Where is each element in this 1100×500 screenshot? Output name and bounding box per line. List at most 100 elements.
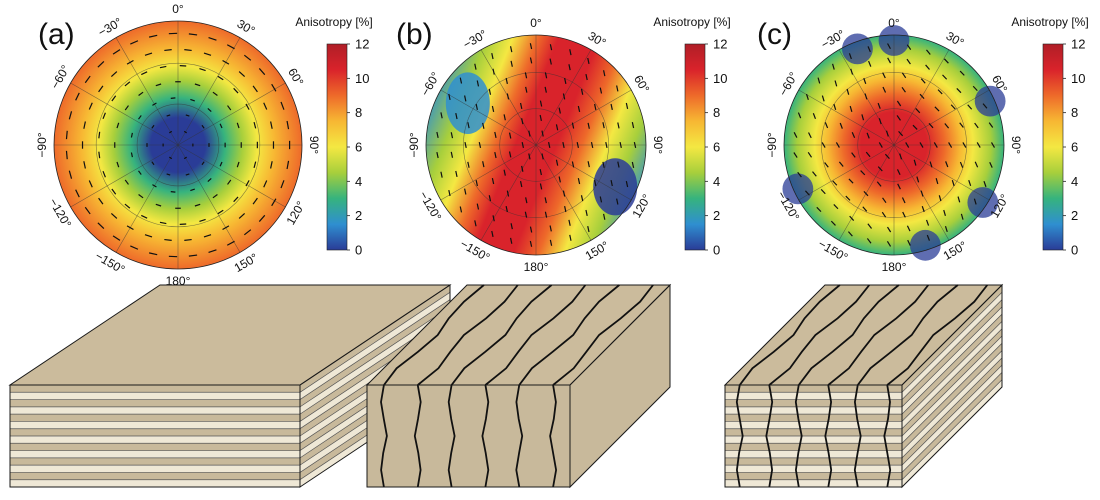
fast-axis-tick xyxy=(555,124,559,131)
fast-axis-tick xyxy=(208,249,217,253)
fast-axis-tick xyxy=(491,105,495,112)
fast-axis-tick xyxy=(926,234,931,241)
fast-axis-tick xyxy=(194,83,201,87)
azimuth-label: 0° xyxy=(172,2,184,16)
fast-axis-tick xyxy=(440,112,443,119)
fast-axis-tick xyxy=(906,44,912,50)
polar-grid-spoke xyxy=(115,144,179,253)
fast-axis-tick xyxy=(616,85,619,92)
fast-axis-tick xyxy=(906,225,911,232)
fast-axis-tick xyxy=(243,229,252,236)
fast-axis-tick xyxy=(524,211,528,218)
fast-axis-tick xyxy=(188,254,198,257)
azimuth-label: −90° xyxy=(407,132,421,157)
sediment-layer xyxy=(725,406,902,415)
polar-plot-a: 0°30°60°90°120°150°180°−150°−120°−90°−60… xyxy=(35,2,321,288)
block-top-face xyxy=(10,285,450,385)
fracture-trace xyxy=(481,384,490,488)
fast-axis-tick xyxy=(926,49,931,55)
colorbar-tick-label: 8 xyxy=(355,105,362,120)
sediment-layer xyxy=(10,406,300,415)
fast-axis-tick xyxy=(983,181,987,188)
fast-axis-tick xyxy=(245,103,250,110)
fast-axis-tick xyxy=(916,176,920,183)
fracture-trace xyxy=(735,384,744,488)
fast-axis-tick xyxy=(467,122,470,129)
fast-axis-tick xyxy=(935,178,939,185)
fast-axis-tick xyxy=(944,123,950,129)
fracture-trace xyxy=(383,284,485,386)
fast-axis-tick xyxy=(144,52,153,56)
fast-axis-tick xyxy=(476,80,480,87)
azimuth-label: 30° xyxy=(235,17,258,38)
fast-axis-tick xyxy=(111,188,117,195)
fast-axis-tick xyxy=(436,151,439,159)
panel-label-b: (b) xyxy=(396,18,433,51)
fast-axis-tick xyxy=(529,226,533,233)
fast-axis-tick xyxy=(866,238,872,244)
fast-axis-tick xyxy=(448,189,451,197)
fast-axis-tick xyxy=(152,102,157,106)
sediment-layer xyxy=(902,336,1002,444)
fast-axis-tick xyxy=(816,206,822,213)
fast-axis-tick xyxy=(455,112,458,120)
fast-axis-tick xyxy=(201,161,205,166)
fast-axis-tick xyxy=(219,123,223,129)
colorbar-tick-label: 4 xyxy=(1071,174,1078,189)
fast-axis-tick xyxy=(464,188,467,195)
fast-axis-tick xyxy=(950,104,956,110)
fast-axis-tick xyxy=(185,114,190,117)
fast-axis-tick xyxy=(148,252,158,256)
azimuth-label: 90° xyxy=(1009,136,1023,154)
fast-axis-tick xyxy=(102,112,106,120)
fast-axis-tick xyxy=(126,225,134,231)
fast-axis-tick xyxy=(280,180,285,189)
fast-axis-tick xyxy=(227,179,232,185)
sediment-layer xyxy=(725,436,902,444)
fast-axis-tick xyxy=(102,170,106,178)
fast-axis-tick xyxy=(124,81,131,87)
fast-axis-tick xyxy=(258,214,266,222)
polar-plot-c: 0°30°60°90°120°150°180°−150°−120°−90°−60… xyxy=(765,16,1023,274)
fast-axis-tick xyxy=(959,161,964,168)
fast-axis-tick xyxy=(569,49,572,56)
fracture-trace xyxy=(798,284,900,386)
fast-axis-tick xyxy=(492,68,495,75)
fast-axis-tick xyxy=(68,111,73,120)
fast-axis-tick xyxy=(839,122,843,129)
fast-axis-tick xyxy=(863,190,869,197)
fast-axis-tick xyxy=(824,122,829,129)
fast-axis-tick xyxy=(920,190,924,197)
fast-axis-tick xyxy=(616,198,619,205)
fast-axis-tick xyxy=(130,132,133,138)
fast-axis-tick xyxy=(212,91,218,96)
fast-axis-tick xyxy=(944,225,948,233)
fast-axis-ticks xyxy=(793,43,996,247)
fast-axis-tick xyxy=(821,142,826,148)
polar-grid-spoke xyxy=(115,37,179,146)
fast-axis-tick xyxy=(633,141,637,149)
colorbar-tick-label: 12 xyxy=(355,37,369,52)
sediment-layer xyxy=(725,465,902,473)
fast-axis-tick xyxy=(625,102,629,110)
fracture-trace xyxy=(768,284,871,386)
fast-axis-tick xyxy=(203,234,212,238)
fast-axis-tick xyxy=(982,103,988,109)
sediment-layer xyxy=(902,292,1002,400)
fast-axis-tick xyxy=(901,197,906,204)
fast-axis-tick xyxy=(505,205,508,213)
azimuth-label: 90° xyxy=(307,136,321,154)
fast-axis-tick xyxy=(476,203,480,210)
fast-axis-tick xyxy=(252,85,258,93)
fast-axis-tick xyxy=(529,43,533,50)
fast-axis-tick xyxy=(482,122,485,129)
fast-axis-tick xyxy=(617,161,620,168)
fast-axis-tick xyxy=(812,113,817,120)
fast-axis-tick xyxy=(943,58,949,64)
block-top-face xyxy=(725,285,1002,385)
fast-axis-tick xyxy=(286,160,290,170)
fast-axis-tick xyxy=(208,37,217,41)
